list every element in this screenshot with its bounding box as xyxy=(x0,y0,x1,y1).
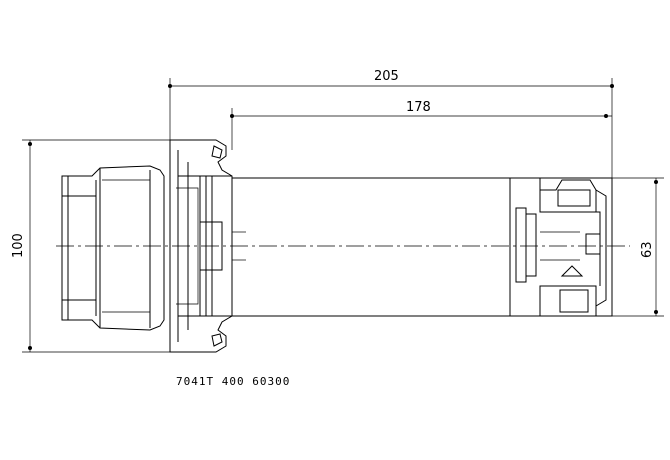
dimension-100-label: 100 xyxy=(11,233,26,258)
rear-nut xyxy=(61,165,165,331)
dimension-63: 63 xyxy=(612,177,664,317)
dimension-205-label: 205 xyxy=(374,69,399,84)
part-number-caption: 7041T 400 60300 xyxy=(176,375,290,388)
front-head xyxy=(509,177,613,317)
dimension-205: 205 xyxy=(168,69,614,178)
extension-body xyxy=(231,177,511,317)
dimension-178: 178 xyxy=(230,100,612,150)
dimension-178-label: 178 xyxy=(406,100,431,115)
dimension-100: 100 xyxy=(11,139,170,353)
dimension-63-label: 63 xyxy=(640,241,655,258)
